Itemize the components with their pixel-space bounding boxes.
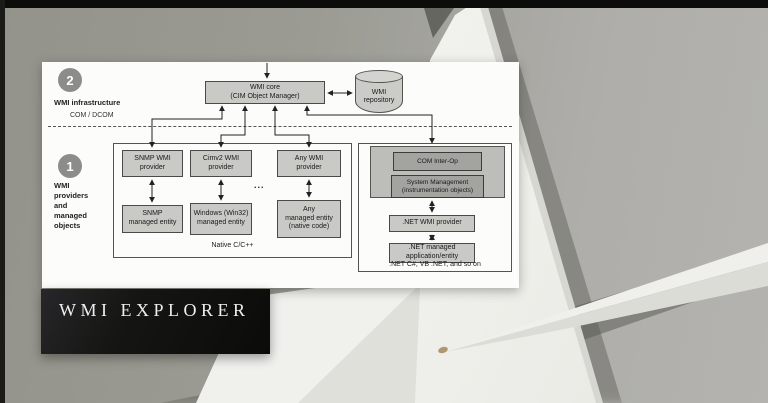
dotnet-interop-container: COM Inter-Op System Management (instrume… [370, 146, 505, 198]
native-c-cpp-caption: Native C/C++ [211, 242, 254, 249]
any-wmi-provider-box: Any WMI provider [277, 150, 341, 177]
providers-ellipsis: ... [254, 180, 265, 190]
win32-managed-entity-box: Windows (Win32) managed entity [190, 203, 252, 235]
cimv2-wmi-provider-box: Cimv2 WMI provider [190, 150, 252, 177]
page-title: WMI EXPLORER [59, 300, 250, 320]
step-2-badge: 2 [58, 68, 82, 92]
dotnet-caption: .NET C#, VB .NET, and so on [389, 261, 481, 268]
title-banner: WMI EXPLORER [41, 289, 270, 354]
snmp-managed-entity-box: SNMP managed entity [122, 205, 183, 233]
photo-top-border [0, 0, 768, 8]
notebook-spine [437, 345, 449, 355]
wmi-repository-cylinder: WMI repository [355, 70, 403, 113]
net-wmi-provider-box: .NET WMI provider [389, 215, 475, 232]
wmi-architecture-diagram-panel: 2 WMI infrastructure COM / DCOM 1 WMI pr… [42, 62, 519, 288]
system-management-box: System Management (instrumentation objec… [391, 175, 484, 198]
dotnet-group-box [358, 143, 512, 272]
wmi-infrastructure-label: WMI infrastructure [54, 98, 121, 107]
wmi-core-box: WMI core (CIM Object Manager) [205, 81, 325, 104]
step-1-badge: 1 [58, 154, 82, 178]
com-dcom-divider [48, 126, 512, 127]
snmp-wmi-provider-box: SNMP WMI provider [122, 150, 183, 177]
com-dcom-label: COM / DCOM [70, 112, 114, 119]
wmi-providers-label: WMI providers and managed objects [54, 181, 89, 230]
wmi-repository-cylinder-top [355, 70, 403, 83]
com-interop-box: COM Inter-Op [393, 152, 482, 171]
net-managed-entity-box: .NET managed application/entity [389, 243, 475, 263]
photo-left-border [0, 0, 5, 403]
any-managed-entity-box: Any managed entity (native code) [277, 200, 341, 238]
